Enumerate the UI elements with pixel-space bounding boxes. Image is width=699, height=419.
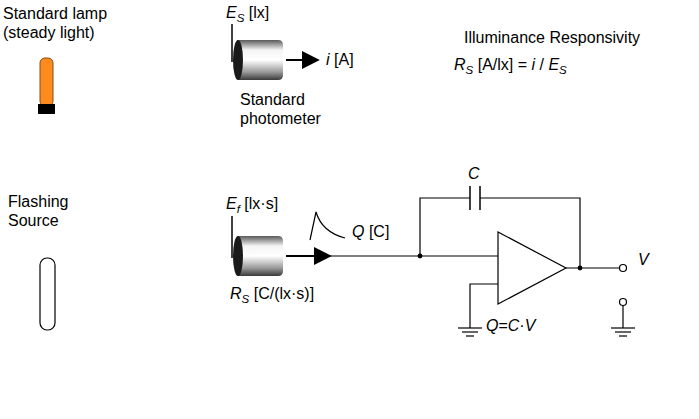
text-run: i bbox=[532, 56, 536, 73]
text-run: f bbox=[237, 203, 240, 215]
text-run: Flashing Source bbox=[8, 193, 68, 229]
lamp-label: Standard lamp (steady light) bbox=[3, 4, 121, 42]
text-run: E bbox=[548, 56, 559, 73]
text-run: S bbox=[242, 293, 250, 305]
capacitor-label: C bbox=[468, 164, 480, 183]
text-run: Standard lamp (steady light) bbox=[3, 5, 107, 41]
text-run: i bbox=[326, 51, 330, 68]
photometer-icon bbox=[232, 216, 283, 276]
flashing-lamp bbox=[40, 258, 55, 330]
text-run: · bbox=[519, 317, 524, 334]
integrator-circuit bbox=[418, 186, 635, 336]
text-run: / bbox=[535, 56, 548, 73]
text-run: [A] bbox=[330, 51, 354, 68]
equation-label: Q=C·V bbox=[486, 316, 535, 335]
text-run: Q bbox=[352, 223, 364, 240]
text-run: V bbox=[525, 317, 536, 334]
charge-wire bbox=[286, 212, 498, 256]
heading-label: Illuminance Responsivity bbox=[464, 28, 640, 47]
formula-label: RS [A/lx] = i / ES bbox=[454, 55, 567, 76]
text-run: R bbox=[454, 56, 466, 73]
text-run: = bbox=[498, 317, 507, 334]
photometer-label: Standard photometer bbox=[240, 90, 336, 128]
text-run: S bbox=[237, 12, 245, 24]
exposure-label: Ef [lx·s] bbox=[226, 194, 278, 215]
source-label: Flashing Source bbox=[8, 192, 88, 230]
text-run: V bbox=[638, 251, 649, 268]
text-run: C bbox=[508, 317, 520, 334]
responsivity-label: RS [C/(lx·s)] bbox=[230, 284, 314, 305]
text-run: E bbox=[226, 195, 237, 212]
text-run: S bbox=[466, 64, 474, 76]
text-run: R bbox=[230, 285, 242, 302]
text-run: [C] bbox=[364, 223, 389, 240]
current-label: i [A] bbox=[326, 50, 354, 69]
text-run: [lx] bbox=[244, 4, 269, 21]
illuminance-label: ES [lx] bbox=[226, 3, 269, 24]
standard-lamp bbox=[38, 58, 55, 114]
text-run: [A/lx] = bbox=[473, 56, 531, 73]
text-run: Illuminance Responsivity bbox=[464, 29, 640, 46]
text-run: Standard photometer bbox=[240, 91, 321, 127]
text-run: S bbox=[559, 64, 567, 76]
text-run: C bbox=[468, 165, 480, 182]
text-run: [lx·s] bbox=[240, 195, 278, 212]
standard-photometer-icon bbox=[232, 24, 318, 80]
text-run: E bbox=[226, 4, 237, 21]
voltage-label: V bbox=[638, 250, 649, 269]
text-run: Q bbox=[486, 317, 498, 334]
charge-label: Q [C] bbox=[352, 222, 389, 241]
text-run: [C/(lx·s)] bbox=[249, 285, 314, 302]
